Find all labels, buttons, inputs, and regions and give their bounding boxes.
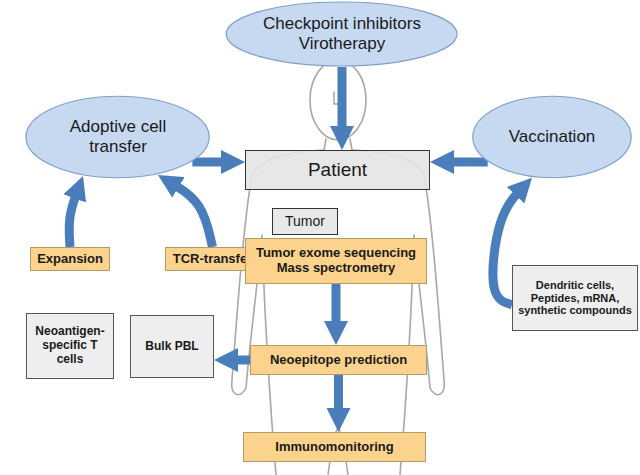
flow-arrow [334,375,343,416]
flow-arrow [192,158,229,167]
tumor-box: Tumor [272,208,338,235]
node-label: Neoepitope prediction [270,353,407,368]
therapy-ellipse: Vaccination [472,95,632,179]
node-label: TCR-transfer [173,252,252,267]
therapy-ellipse: Checkpoint inhibitors Virotherapy [225,1,458,67]
figure-right-side [352,150,444,475]
node-label: Vaccination [509,127,596,147]
flow-arrow [337,67,346,134]
flow-arrow [172,183,213,247]
flow-arrow [230,356,250,365]
source-box: Bulk PBL [130,315,214,378]
node-label: Immunomonitoring [275,440,393,455]
figure-left-side [232,150,324,475]
node-label: Adoptive cell transfer [55,117,180,156]
ellipse-shape [473,96,631,177]
node-label: Expansion [37,252,103,267]
node-label: Neoantigen-specific T cells [31,325,109,366]
flow-arrow [69,191,77,247]
step-box: Expansion [30,247,110,271]
ellipse-shape [26,96,209,177]
node-label: Dendritic cells, Peptides, mRNA, synthet… [516,279,634,317]
patient-box: Patient [245,150,430,190]
step-box: Tumor exome sequencing Mass spectrometry [245,238,427,284]
node-label: Patient [308,159,367,181]
step-box: Immunomonitoring [243,432,426,462]
node-label: Bulk PBL [145,340,198,354]
ellipse-shape [227,2,458,66]
figure-head [310,60,366,140]
therapy-ellipse: Adoptive cell transfer [25,95,210,179]
node-label: Tumor exome sequencing Mass spectrometry [252,246,420,276]
step-box: Neoepitope prediction [250,345,427,375]
source-box: Neoantigen-specific T cells [26,313,114,379]
node-label: Checkpoint inhibitors Virotherapy [247,14,437,53]
option-box: Dendritic cells, Peptides, mRNA, synthet… [512,265,638,331]
flow-arrow [332,284,341,329]
node-label: Tumor [285,213,325,229]
flow-arrow [446,158,488,167]
figure-neck [324,139,352,150]
